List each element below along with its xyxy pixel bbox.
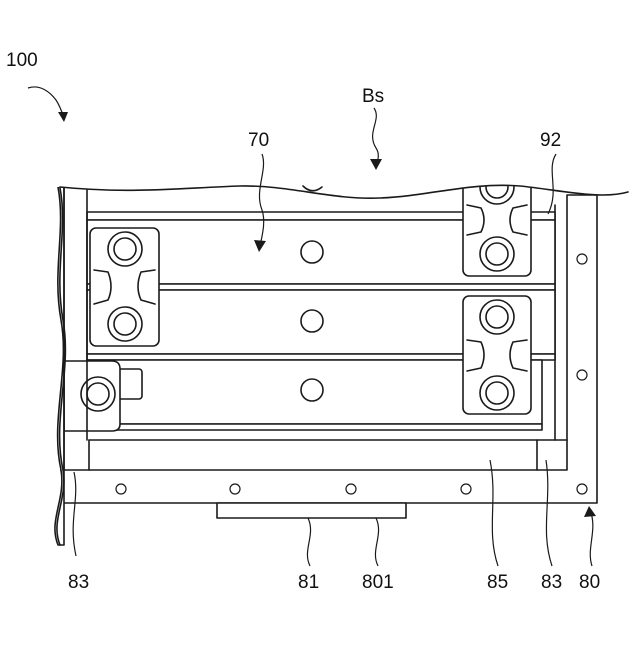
left-connector [90,228,159,346]
bearing-inner [486,382,508,404]
bearing-inner [114,238,136,260]
label-device: 100 [6,50,38,71]
leader-frame [590,510,593,566]
leader-foot-sub [375,518,378,566]
arrow-head [584,506,596,517]
break-mask [0,0,640,198]
bearing-inner [486,243,508,265]
label-section: Bs [362,86,384,107]
label-foot: 81 [298,572,319,593]
label-stack: 70 [248,130,269,151]
label-base-rail: 85 [487,572,508,593]
bearing-inner [114,313,136,335]
clip-tab [118,369,142,399]
foot-plate [217,503,406,518]
module-hole [301,241,323,263]
bearing-inner [486,306,508,328]
module-hole [301,379,323,401]
right-lower-connector [463,296,531,414]
label-foot-sub: 801 [362,572,394,593]
rail-3 [87,424,542,430]
label-corner-block: 92 [540,130,561,151]
label-right-spacer: 83 [541,572,562,593]
leader-foot [307,518,310,566]
bearing-inner [87,383,109,405]
label-frame: 80 [579,572,600,593]
label-left-spacer: 83 [68,572,89,593]
module-hole [301,310,323,332]
